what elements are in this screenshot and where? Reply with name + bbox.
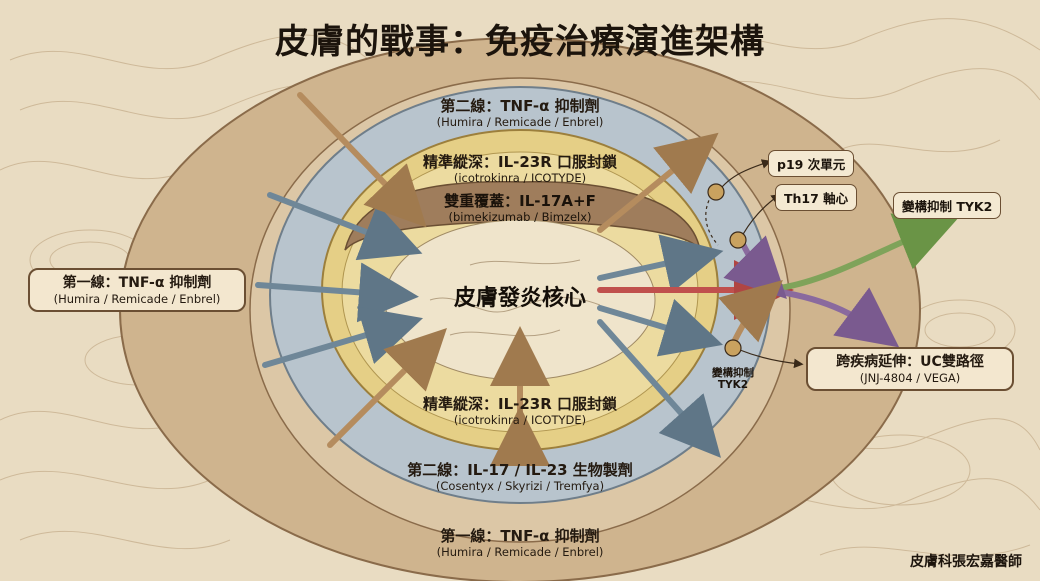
ring-label-sub: (icotrokinra / ICOTYDE) xyxy=(453,413,587,427)
ring-label-main: 精準縱深：IL-23R 口服封鎖 xyxy=(422,153,617,171)
ring-label-inner-top: 雙重覆蓋：IL-17A+F (bimekizumab / Bimzelx) xyxy=(400,192,640,224)
ring-label-blue-bottom: 第二線：IL-17 / IL-23 生物製劑 (Cosentyx / Skyri… xyxy=(350,461,690,493)
author-credit: 皮膚科張宏嘉醫師 xyxy=(910,554,1022,570)
node-th17-dot xyxy=(729,231,747,249)
box-main: 第一線：TNF-α 抑制劑 xyxy=(62,275,212,291)
left-inward-arrows xyxy=(255,92,550,466)
ring-label-main: 第一線：TNF-α 抑制劑 xyxy=(440,527,600,545)
core-label: 皮膚發炎核心 xyxy=(453,286,586,311)
box-main: 跨疾病延伸：UC雙路徑 xyxy=(836,354,984,370)
ring-label-sub: (Cosentyx / Skyrizi / Tremfya) xyxy=(435,479,605,493)
ring-label-main: 第二線：IL-17 / IL-23 生物製劑 xyxy=(407,461,633,479)
box-sub: (JNJ-4804 / VEGA) xyxy=(859,371,961,385)
ring-label-outer-bottom: 第一線：TNF-α 抑制劑 (Humira / Remicade / Enbre… xyxy=(360,527,680,559)
tyk2-small-line1: 變構抑制 xyxy=(712,367,754,379)
tyk2-small-label: 變構抑制 TYK2 xyxy=(702,367,764,391)
p19-subunit-label: p19 次單元 xyxy=(768,150,855,177)
ring-label-outer-top: 第二線：TNF-α 抑制劑 (Humira / Remicade / Enbre… xyxy=(360,97,680,129)
ring-label-gold-bottom: 精準縱深：IL-23R 口服封鎖 (icotrokinra / ICOTYDE) xyxy=(380,395,660,427)
uc-extension-box: 跨疾病延伸：UC雙路徑 (JNJ-4804 / VEGA) xyxy=(806,347,1014,391)
page-title: 皮膚的戰事：免疫治療演進架構 xyxy=(275,22,765,62)
right-outward-arrows xyxy=(597,132,958,458)
ring-label-sub: (icotrokinra / ICOTYDE) xyxy=(453,171,587,185)
ring-label-main: 雙重覆蓋：IL-17A+F xyxy=(444,192,596,210)
node-p19-dot xyxy=(707,183,725,201)
ring-label-sub: (bimekizumab / Bimzelx) xyxy=(448,210,592,224)
ring-label-main: 第二線：TNF-α 抑制劑 xyxy=(440,97,600,115)
box-sub: (Humira / Remicade / Enbrel) xyxy=(53,292,221,306)
th17-axis-label: Th17 軸心 xyxy=(775,184,858,211)
ring-label-main: 精準縱深：IL-23R 口服封鎖 xyxy=(422,395,617,413)
ring-label-sub: (Humira / Remicade / Enbrel) xyxy=(436,115,604,129)
tyk2-allosteric-label: 變構抑制 TYK2 xyxy=(893,192,1002,219)
tyk2-small-line2: TYK2 xyxy=(717,379,749,391)
ring-label-sub: (Humira / Remicade / Enbrel) xyxy=(436,545,604,559)
node-tyk2-dot xyxy=(724,339,742,357)
ring-label-gold-top: 精準縱深：IL-23R 口服封鎖 (icotrokinra / ICOTYDE) xyxy=(380,153,660,185)
left-first-line-box: 第一線：TNF-α 抑制劑 (Humira / Remicade / Enbre… xyxy=(28,268,246,312)
